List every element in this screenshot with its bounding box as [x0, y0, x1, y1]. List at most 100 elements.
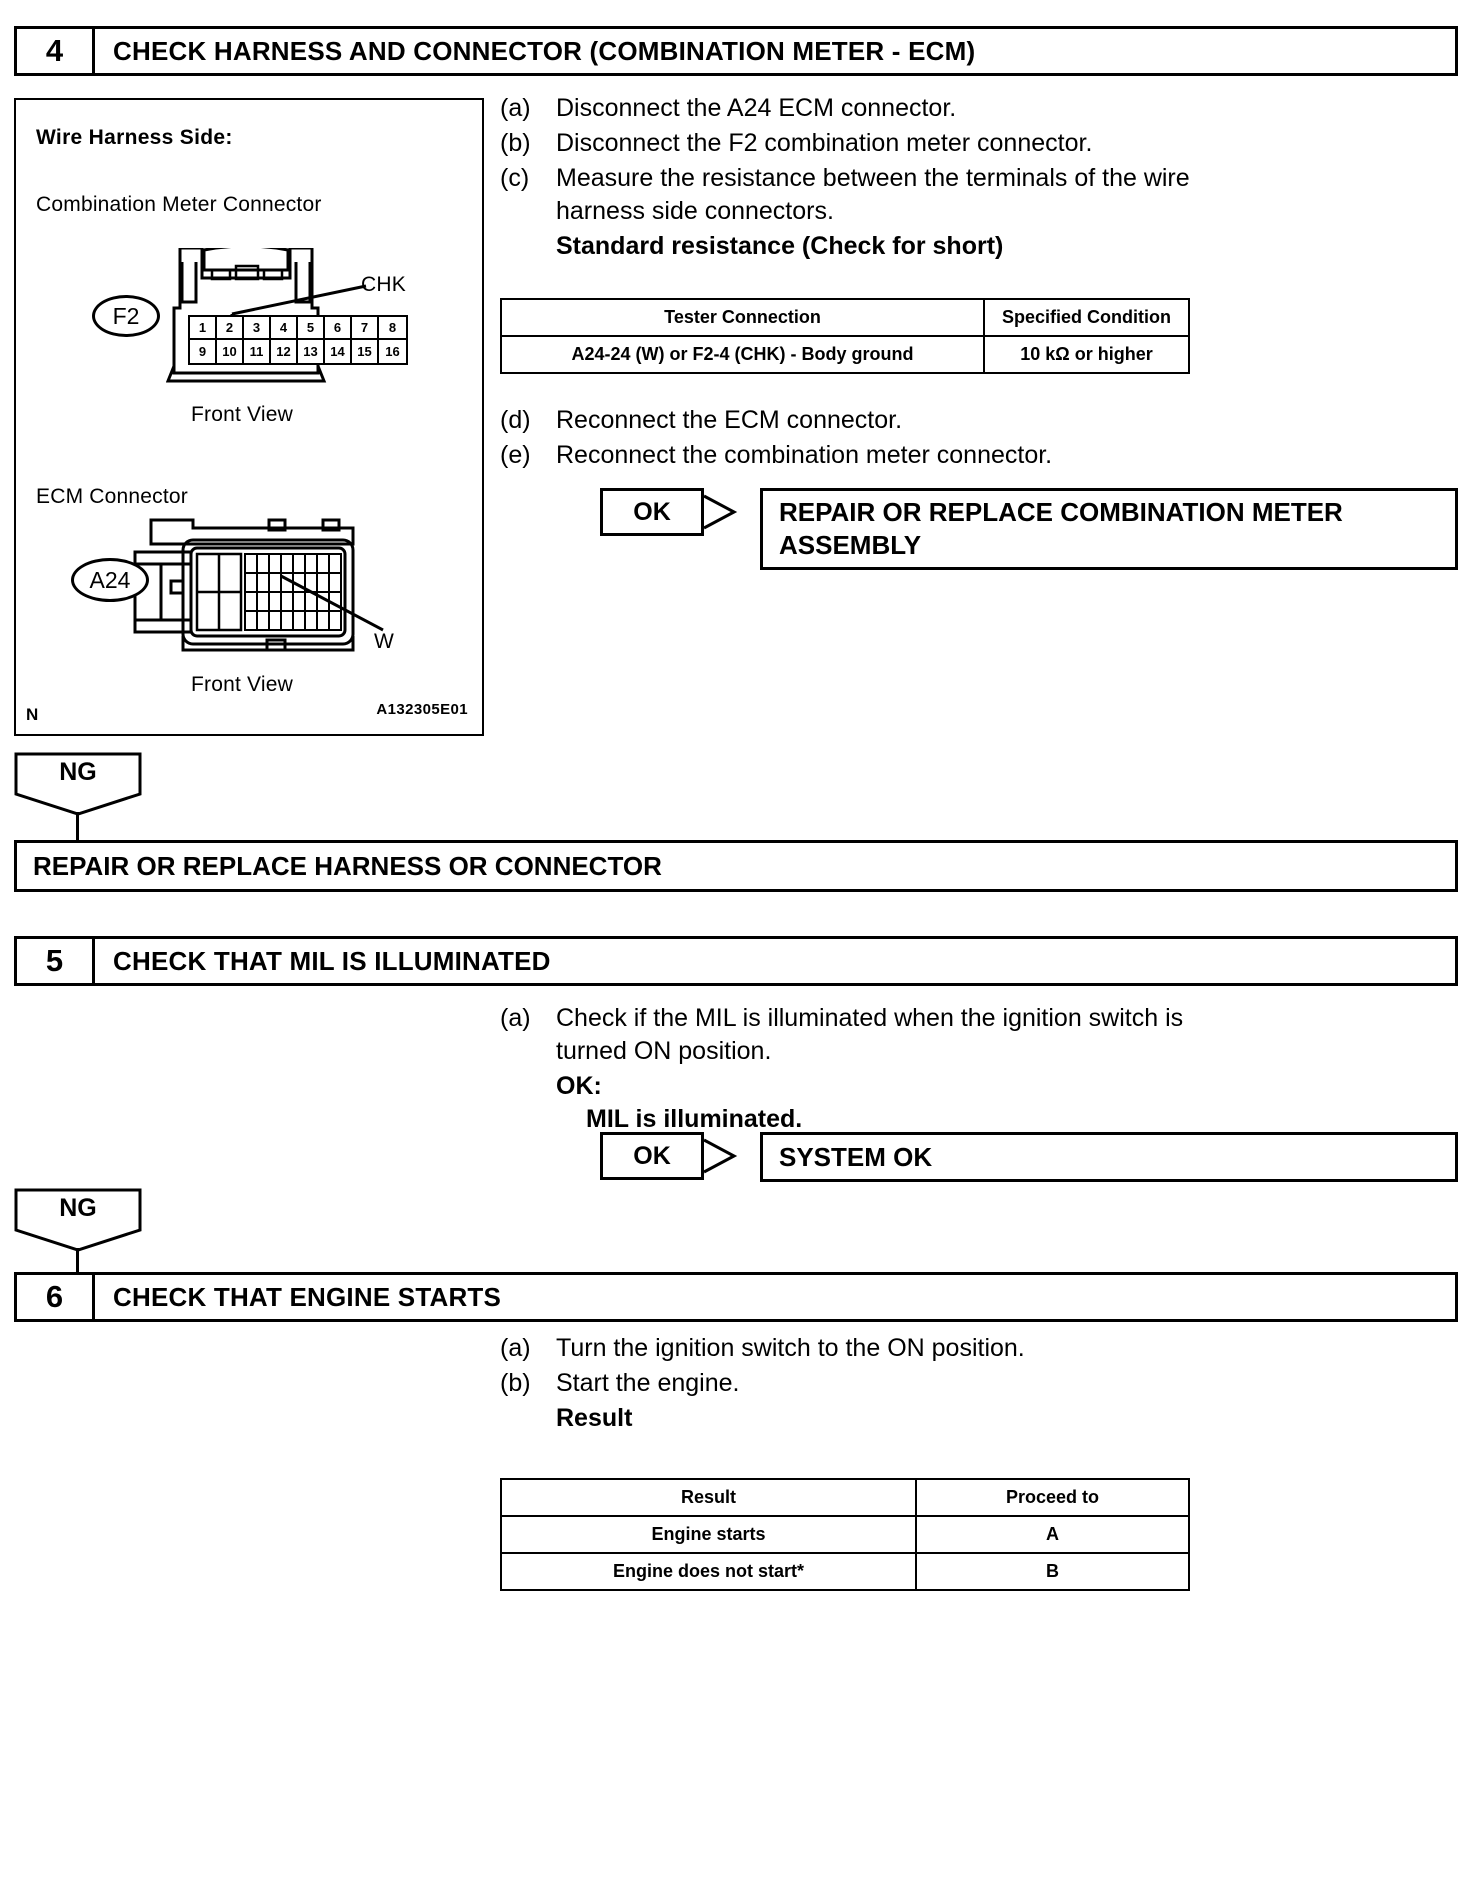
step6-instructions: (a) Turn the ignition switch to the ON p…	[500, 1332, 1200, 1435]
instruction-key: (a)	[500, 1334, 531, 1362]
instruction-text: Disconnect the F2 combination meter conn…	[556, 129, 1093, 157]
table-cell: A	[915, 1515, 1190, 1554]
step-title-4: CHECK HARNESS AND CONNECTOR (COMBINATION…	[113, 35, 976, 66]
pin-cell: 11	[244, 340, 271, 363]
instruction-item: (e) Reconnect the combination meter conn…	[500, 439, 1200, 472]
table-cell: Engine starts	[500, 1515, 917, 1554]
step4-instructions-after: (d) Reconnect the ECM connector. (e) Rec…	[500, 404, 1200, 474]
pin-cell: 14	[325, 340, 352, 363]
step5-instructions: (a) Check if the MIL is illuminated when…	[500, 1002, 1200, 1136]
column-header: Specified Condition	[983, 298, 1190, 337]
instruction-item: (a) Check if the MIL is illuminated when…	[500, 1002, 1200, 1068]
instruction-item: (c) Measure the resistance between the t…	[500, 162, 1200, 228]
connector-code-a24: A24	[71, 558, 149, 602]
step-number-6: 6	[17, 1275, 95, 1319]
instruction-key: (b)	[500, 129, 531, 157]
combination-meter-connector-label: Combination Meter Connector	[36, 193, 322, 216]
pin-cell: 2	[217, 317, 244, 340]
result-heading-6: Result	[556, 1404, 633, 1432]
pin-cell: 6	[325, 317, 352, 340]
pin-cell: 15	[352, 340, 379, 363]
instruction-key: (a)	[500, 94, 531, 122]
ng-connector-line-5	[76, 1248, 79, 1276]
ng-branch-4: NG	[14, 752, 142, 816]
table-cell: Engine does not start*	[500, 1552, 917, 1591]
step-number-4: 4	[17, 29, 95, 73]
instruction-text: Measure the resistance between the termi…	[556, 164, 1190, 225]
standard-resistance-table: Tester Connection Specified Condition A2…	[500, 298, 1190, 374]
pin-cell: 10	[217, 340, 244, 363]
step-header-4: 4 CHECK HARNESS AND CONNECTOR (COMBINATI…	[14, 26, 1458, 76]
ng-connector-line-4	[76, 812, 79, 842]
ok-arrow-icon	[704, 488, 760, 570]
pin-cell: 4	[271, 317, 298, 340]
instruction-key: (b)	[500, 1369, 531, 1397]
column-header: Result	[500, 1478, 917, 1517]
table-cell: B	[915, 1552, 1190, 1591]
pin-cell: 13	[298, 340, 325, 363]
step4-ok-branch: OK REPAIR OR REPLACE COMBINATION METER A…	[600, 488, 1458, 570]
result-table: Result Proceed to Engine starts A Engine…	[500, 1478, 1190, 1591]
table-header-row: Tester Connection Specified Condition	[500, 298, 1190, 337]
pin-cell: 12	[271, 340, 298, 363]
pin-cell: 5	[298, 317, 325, 340]
terminal-label-w: W	[374, 630, 395, 653]
ok-result-box-4: REPAIR OR REPLACE COMBINATION METER ASSE…	[760, 488, 1458, 570]
ng-label-5: NG	[59, 1194, 97, 1222]
pin-cell: 16	[385, 344, 400, 359]
ecm-connector-label: ECM Connector	[36, 485, 188, 508]
step-title-6: CHECK THAT ENGINE STARTS	[113, 1281, 502, 1312]
outcome-box-repair-harness: REPAIR OR REPLACE HARNESS OR CONNECTOR	[14, 840, 1458, 892]
standard-resistance-heading: Standard resistance (Check for short)	[556, 232, 1004, 260]
ng-label-4: NG	[59, 758, 97, 786]
instruction-text: Disconnect the A24 ECM connector.	[556, 94, 957, 122]
ok-arrow-icon	[704, 1132, 760, 1182]
instruction-key: (a)	[500, 1004, 531, 1032]
pin-cell: 3	[244, 317, 271, 340]
instruction-item: (a) Turn the ignition switch to the ON p…	[500, 1332, 1200, 1365]
pin-row-top: 1 2 3 4 5 6 7 8	[190, 317, 406, 340]
table-row: Engine starts A	[500, 1515, 1190, 1554]
ok-result-box-5: SYSTEM OK	[760, 1132, 1458, 1182]
table-row: Engine does not start* B	[500, 1552, 1190, 1591]
table-header-row: Result Proceed to	[500, 1478, 1190, 1517]
step4-instructions: (a) Disconnect the A24 ECM connector. (b…	[500, 92, 1200, 263]
table-cell: A24-24 (W) or F2-4 (CHK) - Body ground	[500, 335, 985, 374]
instruction-text: Reconnect the ECM connector.	[556, 406, 903, 434]
ok-badge-4: OK	[600, 488, 704, 536]
illustration-panel: Wire Harness Side: Combination Meter Con…	[14, 98, 484, 736]
connector-code-f2: F2	[92, 295, 160, 337]
table-row: A24-24 (W) or F2-4 (CHK) - Body ground 1…	[500, 335, 1190, 374]
step-header-5: 5 CHECK THAT MIL IS ILLUMINATED	[14, 936, 1458, 986]
figure-id: A132305E01	[376, 701, 468, 718]
terminal-label-chk: CHK	[361, 273, 406, 296]
ok-detail-5: MIL is illuminated.	[586, 1105, 803, 1133]
ng-branch-5: NG	[14, 1188, 142, 1252]
pin-cell: 8	[379, 317, 406, 340]
instruction-item: (a) Disconnect the A24 ECM connector.	[500, 92, 1200, 125]
instruction-item: (b) Disconnect the F2 combination meter …	[500, 127, 1200, 160]
ok-heading-5: OK:	[556, 1072, 602, 1100]
ok-badge-5: OK	[600, 1132, 704, 1180]
instruction-text: Reconnect the combination meter connecto…	[556, 441, 1053, 469]
panel-corner-mark: N	[26, 705, 39, 724]
front-view-label-2: Front View	[191, 673, 293, 696]
instruction-item: (d) Reconnect the ECM connector.	[500, 404, 1200, 437]
front-view-label-1: Front View	[191, 403, 293, 426]
illustration-heading: Wire Harness Side:	[36, 126, 233, 149]
pin-row-bottom: 9 10 11 12 13 14 15 16	[190, 340, 406, 363]
instruction-key: (e)	[500, 441, 531, 469]
instruction-key: (d)	[500, 406, 531, 434]
combination-meter-pin-grid: 1 2 3 4 5 6 7 8 9 10 11 12 13 14 15	[188, 315, 408, 365]
pin-cell: 7	[352, 317, 379, 340]
instruction-item: (b) Start the engine.	[500, 1367, 1200, 1400]
instruction-text: Check if the MIL is illuminated when the…	[556, 1004, 1184, 1065]
instruction-key: (c)	[500, 164, 530, 192]
pin-cell: 9	[190, 340, 217, 363]
step-header-6: 6 CHECK THAT ENGINE STARTS	[14, 1272, 1458, 1322]
table-cell: 10 kΩ or higher	[983, 335, 1190, 374]
step-title-5: CHECK THAT MIL IS ILLUMINATED	[113, 945, 551, 976]
pin-cell: 1	[190, 317, 217, 340]
step-number-5: 5	[17, 939, 95, 983]
instruction-text: Start the engine.	[556, 1369, 740, 1397]
